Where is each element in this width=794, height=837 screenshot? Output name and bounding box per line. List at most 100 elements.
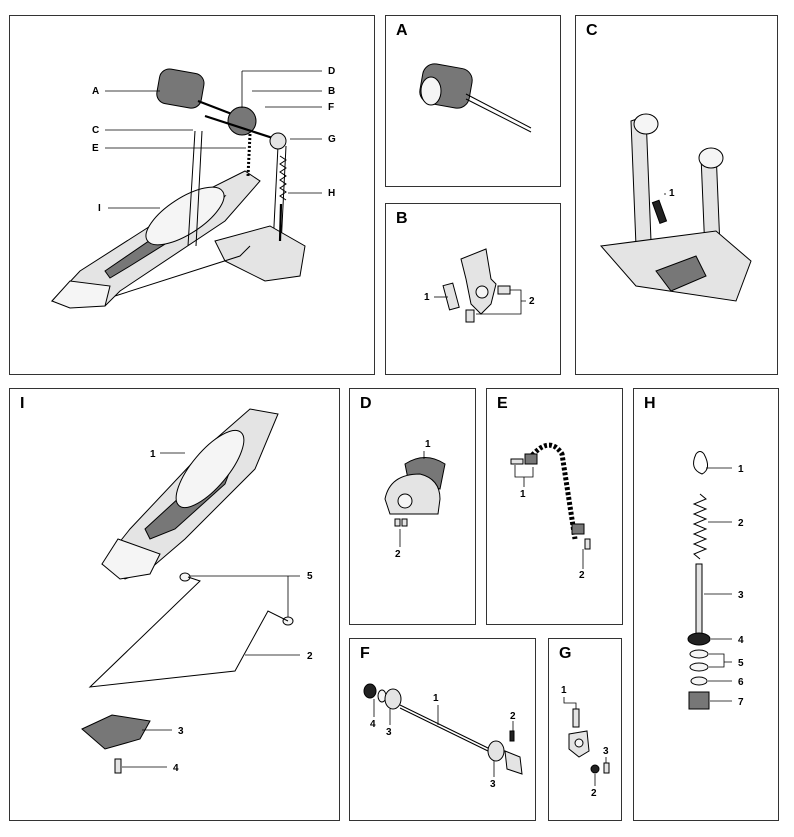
nut (590, 764, 600, 774)
sprocket-hub (397, 493, 413, 509)
panel-d-title: D (360, 395, 372, 412)
callout-2: 2 (395, 549, 401, 560)
set-screw-a (497, 285, 511, 295)
axle-bearing (269, 132, 287, 150)
callout-3: 3 (738, 590, 744, 601)
callout-2: 2 (591, 788, 597, 799)
chain-screw-bottom (584, 538, 591, 550)
callout-2: 2 (510, 711, 516, 722)
panel-b-title: B (396, 210, 408, 227)
base-plate (81, 714, 151, 750)
callout-a: A (92, 86, 99, 97)
callout-e: E (92, 143, 99, 154)
bearing-right (487, 740, 505, 762)
axle-shaft (399, 704, 491, 753)
panel-a-title: A (396, 22, 408, 39)
holder-hole (475, 285, 489, 299)
crank-hole (574, 738, 584, 748)
panel-f-title: F (360, 645, 370, 662)
screw (114, 758, 122, 774)
frame-bolt (651, 199, 668, 225)
heel-plate (51, 280, 111, 309)
callout-g: G (328, 134, 336, 145)
panel-c: C 1 (575, 15, 778, 375)
callout-7: 7 (738, 697, 744, 708)
nut (363, 683, 377, 699)
panel-g: G 1 3 2 (548, 638, 622, 821)
panel-main-assembly: A D B F C G E H I (9, 15, 375, 375)
panel-i-title: I (20, 395, 25, 412)
callout-1: 1 (669, 188, 675, 199)
beater-holder (460, 248, 497, 315)
linkage-rod (88, 576, 289, 688)
bearing-left (384, 688, 402, 710)
panel-h-title: H (644, 395, 656, 412)
panel-a: A (385, 15, 561, 187)
spring-rod (278, 203, 283, 242)
callout-d: D (328, 66, 335, 77)
holder-bolt (442, 282, 460, 311)
callout-3-right: 3 (490, 779, 496, 790)
beater-shaft (465, 93, 532, 133)
beater-drawing (419, 63, 532, 133)
callouts: A D B F C G E H I (92, 66, 336, 214)
footboard-plate (145, 186, 225, 246)
spring-drawing: 1 2 3 4 5 6 7 (687, 451, 744, 710)
frame-base (214, 225, 306, 282)
spring-rod (695, 563, 703, 645)
callout-6: 6 (738, 677, 744, 688)
footboard-drawing: 1 5 2 3 4 (81, 408, 313, 774)
bearing-left (633, 113, 659, 135)
callout-4: 4 (370, 719, 376, 730)
linkage (114, 245, 251, 297)
chain-clip-bottom (571, 523, 585, 535)
callout-1: 1 (424, 292, 430, 303)
callout-2: 2 (579, 570, 585, 581)
spacer (690, 676, 708, 686)
set-screw (509, 730, 515, 742)
panel-e-title: E (497, 395, 508, 412)
chain (246, 133, 252, 177)
panel-d: D 1 2 (349, 388, 476, 625)
callout-h: H (328, 188, 335, 199)
spring-hook (693, 451, 708, 475)
bearing-right (698, 147, 724, 169)
callout-1: 1 (433, 693, 439, 704)
panel-g-title: G (559, 645, 572, 662)
crank-bolt (572, 708, 580, 728)
heel-hinge (655, 255, 707, 292)
callout-3: 3 (603, 746, 609, 757)
set-screw-b (465, 309, 475, 323)
collar (504, 750, 523, 775)
washer-a (689, 649, 709, 659)
frame-drawing: 1 (600, 113, 752, 302)
chain-drawing: 1 2 (510, 442, 591, 581)
panel-i: I 1 5 2 3 4 (9, 388, 340, 821)
callout-b: B (328, 86, 335, 97)
sprocket-drawing: 1 2 (384, 439, 446, 560)
frame-post-left (630, 115, 652, 247)
callout-4: 4 (173, 763, 179, 774)
callout-1: 1 (738, 464, 744, 475)
panel-c-title: C (586, 22, 598, 39)
sprocket (384, 473, 441, 515)
beater-face (420, 76, 442, 106)
spring (692, 493, 708, 560)
main-assembly-drawing: A D B F C G E H I (50, 66, 336, 309)
chain-screw-top (510, 458, 524, 465)
frame-post-left (187, 130, 203, 247)
callout-1: 1 (425, 439, 431, 450)
panel-b: B 1 2 (385, 203, 561, 375)
callout-2: 2 (738, 518, 744, 529)
chain-clip-top (524, 453, 538, 465)
adjuster-knob (688, 691, 710, 710)
beater-holder-drawing: 1 2 (424, 248, 535, 323)
panel-f: F 1 2 4 3 3 (349, 638, 536, 821)
callout-3-left: 3 (386, 727, 392, 738)
callout-1: 1 (150, 449, 156, 460)
callout-2: 2 (307, 651, 313, 662)
callout-i: I (98, 203, 101, 214)
callout-2: 2 (529, 296, 535, 307)
callout-5: 5 (738, 658, 744, 669)
callout-1: 1 (561, 685, 567, 696)
